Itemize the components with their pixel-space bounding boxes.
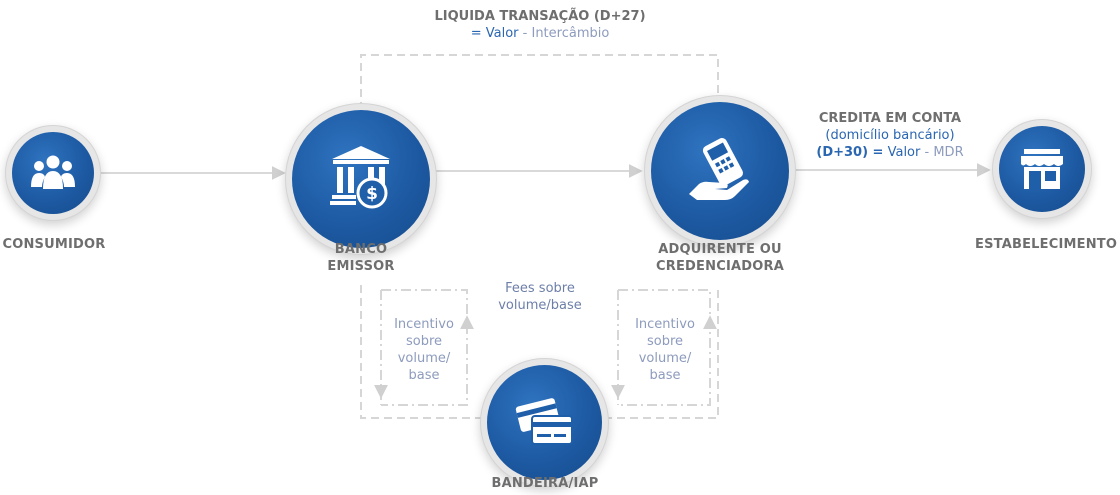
bank-dollar-icon: $	[330, 146, 390, 209]
incentive-left-l1: Incentivo	[394, 317, 454, 332]
card-brand-label: BANDEIRA/IAP	[491, 476, 599, 491]
consumer-node	[12, 132, 94, 214]
credit-d30: (D+30) =	[816, 145, 884, 160]
credit-cards-icon	[515, 397, 573, 445]
acquirer-label: ADQUIRENTE OU CREDENCIADORA	[640, 241, 800, 275]
incentive-left-l3: volume/	[397, 351, 451, 366]
merchant-label: ESTABELECIMENTO	[975, 237, 1118, 252]
credit-line2: (domicílio bancário)	[825, 128, 955, 143]
users-icon	[31, 155, 75, 189]
settlement-dashed-path	[360, 54, 719, 110]
outer-dashed-path	[360, 285, 719, 419]
incentive-left-l2: sobre	[405, 334, 443, 349]
credit-note: CREDITA EM CONTA (domicílio bancário) (D…	[790, 110, 990, 161]
acquirer-node	[651, 102, 789, 240]
issuer-bank-label: BANCO EMISSOR	[305, 241, 417, 275]
credit-valor: Valor	[887, 145, 921, 160]
incentive-right-l2: sobre	[646, 334, 684, 349]
incentive-right-l4: base	[649, 368, 681, 383]
fees-line2: volume/base	[498, 298, 582, 313]
credit-line1: CREDITA EM CONTA	[818, 111, 962, 126]
acquirer-label-line1: ADQUIRENTE OU	[658, 242, 782, 257]
settlement-valor: Valor	[485, 26, 519, 41]
settlement-formula: = Valor - Intercâmbio	[390, 25, 690, 42]
storefront-icon	[1021, 149, 1063, 189]
card-terminal-hand-icon	[689, 137, 749, 200]
incentive-right-l1: Incentivo	[635, 317, 695, 332]
credit-line3: (D+30) = Valor - MDR	[790, 144, 990, 161]
settlement-minus: -	[522, 26, 528, 41]
incentive-left-l4: base	[408, 368, 440, 383]
incentive-right-l3: volume/	[638, 351, 692, 366]
issuer-bank-node: $	[292, 110, 430, 248]
acquirer-label-line2: CREDENCIADORA	[656, 259, 784, 274]
incentive-left-note: Incentivo sobre volume/ base	[382, 316, 466, 384]
svg-text:$: $	[366, 184, 378, 204]
issuer-bank-label-line2: EMISSOR	[327, 259, 395, 274]
incentive-right-note: Incentivo sobre volume/ base	[620, 316, 710, 384]
settlement-title: LIQUIDA TRANSAÇÃO (D+27)	[434, 9, 646, 24]
fees-note: Fees sobre volume/base	[480, 280, 600, 314]
consumer-label: CONSUMIDOR	[2, 237, 106, 252]
settlement-eq: =	[470, 26, 482, 41]
credit-minus: -	[924, 145, 930, 160]
settlement-intercambio: Intercâmbio	[531, 26, 610, 41]
settlement-note: LIQUIDA TRANSAÇÃO (D+27) = Valor - Inter…	[390, 8, 690, 42]
merchant-node	[999, 126, 1085, 212]
card-brand-node	[487, 365, 602, 480]
credit-mdr: MDR	[933, 145, 964, 160]
issuer-bank-label-line1: BANCO	[334, 242, 388, 257]
fees-line1: Fees sobre	[505, 281, 575, 296]
